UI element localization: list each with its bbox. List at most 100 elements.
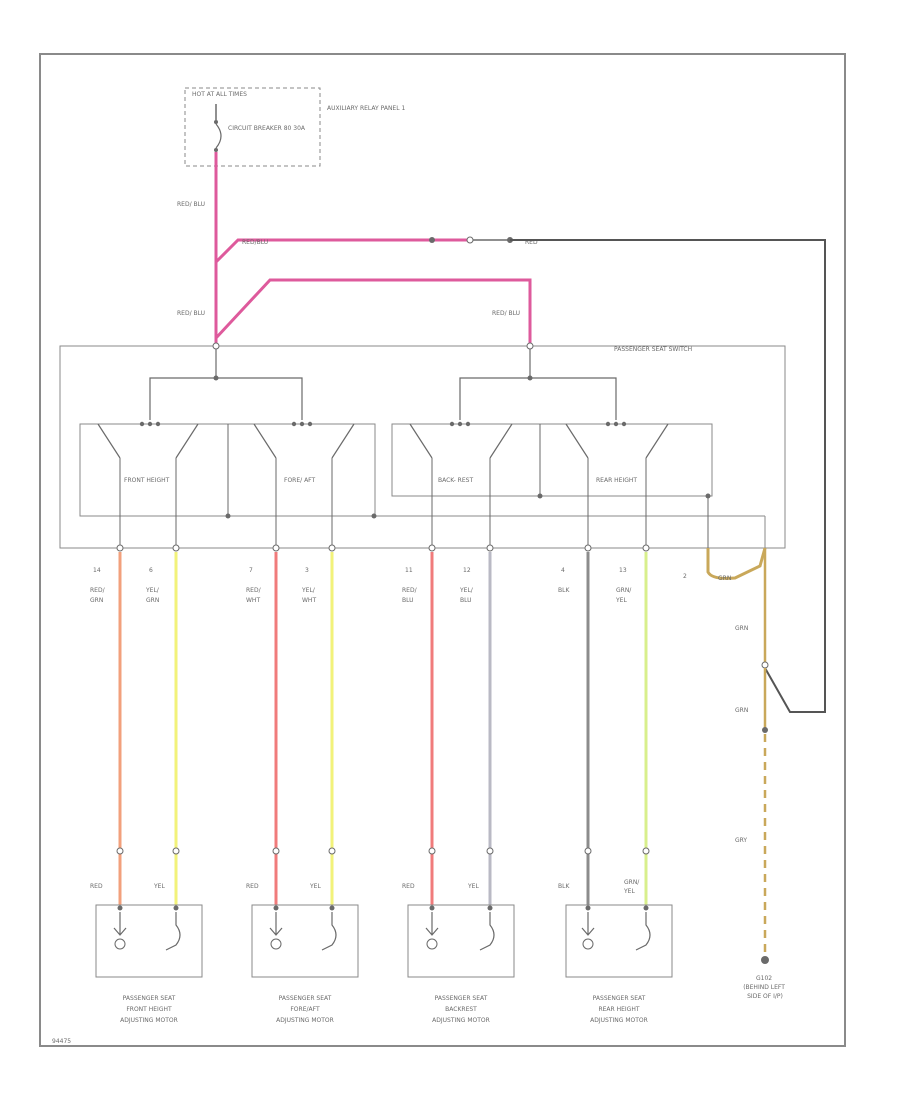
- motor-label-line-3: ADJUSTING MOTOR: [276, 1017, 334, 1024]
- branch-right-label: RED/ BLU: [492, 310, 520, 317]
- motor-label-line-3: ADJUSTING MOTOR: [432, 1017, 490, 1024]
- motor-left-wire-label: RED: [402, 883, 415, 890]
- splice-dot-1: [429, 237, 435, 243]
- motor-lead-left: [113, 912, 127, 936]
- motor-terminal-left: [429, 905, 435, 911]
- wire-color-6-line2: GRN: [146, 597, 159, 604]
- breaker-arc: [215, 123, 222, 149]
- pin-connector-11: [428, 544, 436, 552]
- circuit-breaker-label: CIRCUIT BREAKER 80 30A: [228, 125, 306, 132]
- wire-color-11-line2: BLU: [402, 597, 414, 604]
- pin-number-6: 6: [149, 567, 153, 574]
- wire-color-12: YEL/: [459, 587, 474, 594]
- switch-bus-left: [149, 377, 303, 420]
- wire-color-3-line2: WHT: [302, 597, 316, 604]
- motor-terminal-left: [273, 905, 279, 911]
- motor-layer: RED YEL PASSENGER SEAT FRONT HEIGHT ADJUSTIN…: [90, 879, 673, 1024]
- switch-bus-left-node: [213, 375, 219, 381]
- motor-label-line-3: ADJUSTING MOTOR: [590, 1017, 648, 1024]
- pin-number-12: 12: [463, 567, 471, 574]
- inline-connector-4: [584, 847, 592, 855]
- motor-right-wire-label-line2: YEL: [623, 888, 635, 895]
- relay-panel-label-text: AUXILIARY RELAY PANEL 1: [327, 105, 405, 112]
- inline-connector-13: [642, 847, 650, 855]
- pin-number-4: 4: [561, 567, 565, 574]
- motor-symbol-icon: [114, 938, 126, 950]
- connector-ring: [466, 236, 474, 244]
- footer-id: 94475: [52, 1038, 71, 1045]
- motor-right-wire-label: GRN/: [624, 879, 640, 886]
- switch-bus-right-node: [527, 375, 533, 381]
- inline-connector-3: [328, 847, 336, 855]
- motor-terminal-left: [117, 905, 123, 911]
- wire-color-6: YEL/: [145, 587, 160, 594]
- ground-splice: [761, 661, 769, 669]
- motor-symbol-icon: [582, 938, 594, 950]
- wire-color-12-line2: BLU: [460, 597, 472, 604]
- motor-lead-left: [269, 912, 283, 936]
- motor-left-wire-label: RED: [90, 883, 103, 890]
- wire-color-13: GRN/: [616, 587, 632, 594]
- motor-box: [407, 904, 515, 978]
- motor-terminal-left: [585, 905, 591, 911]
- pin-connector-13: [642, 544, 650, 552]
- branch-left-label: RED/ BLU: [177, 310, 205, 317]
- motor-lead-left: [425, 912, 439, 936]
- motor-terminal-right: [643, 905, 649, 911]
- wire-color-3: YEL/: [301, 587, 316, 594]
- wire-color-4: BLK: [558, 587, 570, 594]
- wire-color-7: RED/: [246, 587, 262, 594]
- wire-color-11: RED/: [402, 587, 418, 594]
- ground-label-line2: (BEHIND LEFT: [743, 984, 785, 991]
- motor-box: [95, 904, 203, 978]
- switch-input-right: [526, 342, 534, 350]
- wire-color-14-line2: GRN: [90, 597, 103, 604]
- pin-number-11: 11: [405, 567, 413, 574]
- ground-label-line1: G102: [756, 975, 772, 982]
- feed-wire-label: RED/ BLU: [177, 201, 205, 208]
- passenger-seat-switch-label: PASSENGER SEAT SWITCH: [614, 346, 692, 353]
- junction-dot-4: [371, 513, 377, 519]
- motor-terminal-right: [173, 905, 179, 911]
- red-blu-branch-right: [214, 278, 532, 345]
- relay-panel-box: [184, 87, 321, 167]
- motor-label-line-1: PASSENGER SEAT: [123, 995, 176, 1002]
- gry-wire-label: GRY: [735, 837, 747, 844]
- red-horizontal-label: RED: [525, 239, 538, 246]
- pin-number-14: 14: [93, 567, 101, 574]
- motor-lead-right: [479, 912, 495, 951]
- motor-box: [251, 904, 359, 978]
- motor-symbol-icon: [426, 938, 438, 950]
- motor-label-line-2: REAR HEIGHT: [598, 1006, 639, 1013]
- hot-at-all-times-label: HOT AT ALL TIMES: [192, 91, 247, 98]
- ground-return-junction: [764, 667, 795, 713]
- inline-connector-7: [272, 847, 280, 855]
- diagram-border: [39, 53, 846, 1047]
- motor-lead-right: [165, 912, 181, 951]
- inline-connector-14: [116, 847, 124, 855]
- motor-right-wire-label: YEL: [309, 883, 321, 890]
- grn-wire-label-1: GRN: [718, 575, 731, 582]
- section-backrest: BACK- REST: [438, 477, 473, 484]
- ground-point: [761, 956, 769, 964]
- passenger-seat-switch-box: [59, 345, 786, 549]
- motor-symbol-icon: [270, 938, 282, 950]
- ground-dot: [762, 727, 768, 733]
- pin-number-13: 13: [619, 567, 627, 574]
- motor-label-line-2: FORE/AFT: [290, 1006, 320, 1013]
- pin-number-3: 3: [305, 567, 309, 574]
- motor-label-line-2: FRONT HEIGHT: [126, 1006, 172, 1013]
- switch-output-leads: [119, 458, 647, 548]
- motor-right-wire-label: YEL: [153, 883, 165, 890]
- motor-terminal-right: [329, 905, 335, 911]
- switch-bus-right: [459, 377, 617, 420]
- junction-dot-6: [705, 493, 711, 499]
- ground-label: G102 (BEHIND LEFT SIDE OF I/P): [743, 975, 787, 1000]
- pin-connector-14: [116, 544, 124, 552]
- pin-connector-7: [272, 544, 280, 552]
- switch-contacts: [97, 421, 669, 459]
- relay-panel-label: AUXILIARY RELAY PANEL 1: [327, 105, 405, 112]
- motor-label-line-1: PASSENGER SEAT: [435, 995, 488, 1002]
- motor-left-wire-label: RED: [246, 883, 259, 890]
